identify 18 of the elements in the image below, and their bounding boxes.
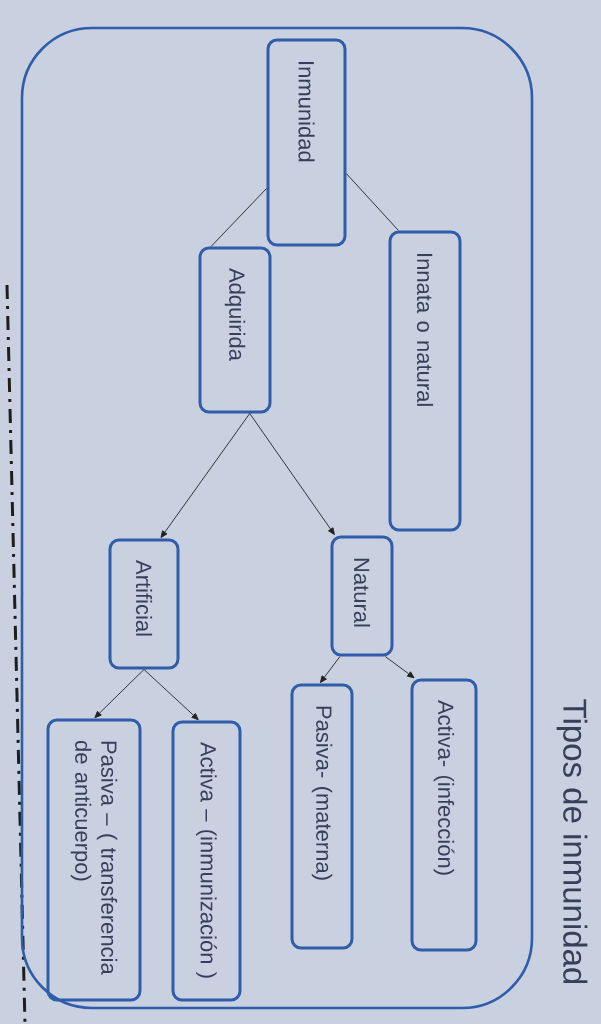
arrow — [94, 669, 145, 719]
concept-box: Inmunidad — [266, 38, 347, 247]
concept-box: Innata o natural — [388, 230, 462, 532]
concept-box: Pasiva – ( transferencia de anticuerpo) — [46, 718, 142, 1002]
concept-box: Activa – (inmunización ) — [171, 720, 242, 1002]
concept-box: Natural — [330, 535, 394, 657]
arrow — [143, 669, 199, 721]
concept-box: Artificial — [108, 538, 180, 670]
concept-box: Adquirida — [198, 246, 272, 414]
connector-line — [210, 188, 267, 247]
arrow — [384, 656, 415, 679]
concept-box: Pasiva- (materna) — [290, 683, 354, 950]
connector-line — [346, 173, 399, 231]
heading: Tipos de inmunidad — [556, 699, 588, 984]
arrow — [319, 656, 341, 683]
arrow — [249, 413, 335, 535]
concept-box: Activa- (infección) — [410, 678, 478, 952]
arrow — [160, 413, 251, 538]
